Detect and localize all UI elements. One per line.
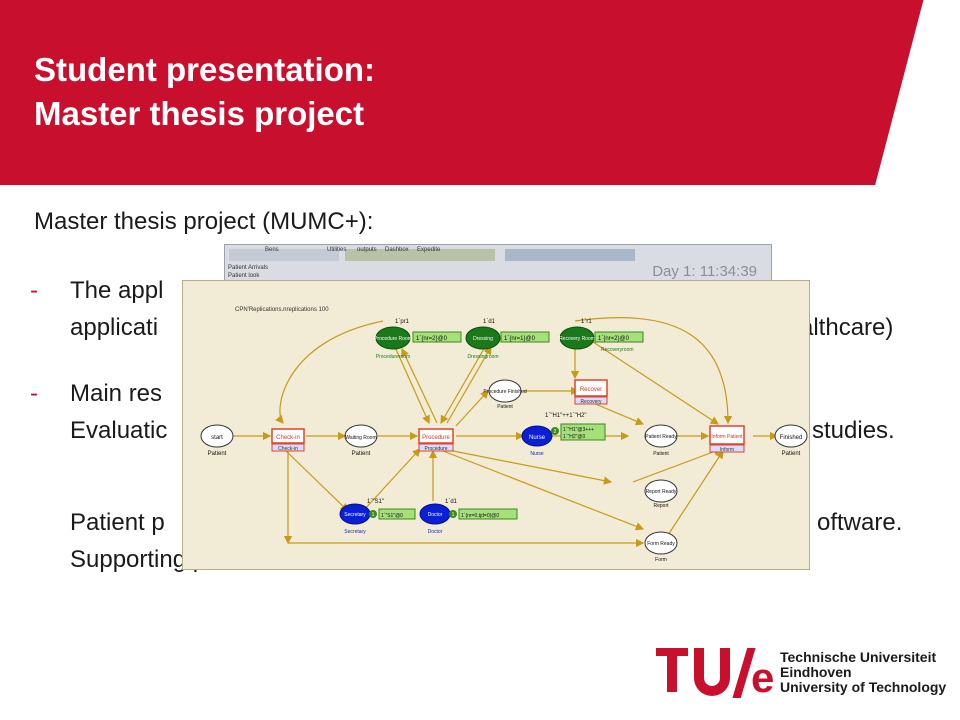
place-label: Recovery Room: [559, 336, 595, 342]
cpn-title: CPN'Replications.nreplications 100: [235, 307, 329, 313]
place-type: Patient: [497, 404, 513, 410]
place-type: Report: [653, 503, 669, 509]
university-line-1: Technische Universiteit: [780, 649, 937, 665]
sim-menu-item: outputs: [357, 247, 377, 253]
sim-menu-item: Utilities: [327, 247, 347, 253]
simulation-software-screenshot: Bens Utilities outputs Dashbox Expedite …: [224, 244, 772, 282]
place-init: 1`pr1: [395, 319, 410, 325]
place-label: Patient Ready: [645, 434, 677, 440]
place-marking: 1`{nr=1}@0: [504, 336, 536, 342]
sim-side-item: Patient look: [228, 273, 260, 279]
place-type: Patient: [208, 451, 227, 457]
bullet-application: - The appl applicati althcare): [30, 272, 942, 346]
transition-label: Inform Patient: [711, 434, 743, 440]
place-marking: 1`"H1"@3+++: [563, 427, 594, 433]
arcs: [231, 317, 779, 548]
place-label: Doctor: [428, 512, 443, 518]
sim-side-item: Patient Arrivals: [228, 265, 269, 271]
place-label: start: [211, 435, 223, 441]
place-init: 1`d1: [483, 319, 496, 325]
bullet-text: applicati: [70, 314, 159, 341]
transition-label: Check-in: [276, 435, 300, 441]
place-label: Procedure Room: [374, 336, 412, 342]
place-label: Dressing: [473, 336, 493, 342]
transitions: Check-in Check-in Procedure Procedure Re…: [271, 379, 745, 453]
place-type: Patient: [653, 451, 669, 457]
tue-logo: e: [656, 648, 774, 698]
place-label: Secretary: [344, 512, 366, 518]
token-count: 2: [554, 429, 557, 435]
transition-label: Recover: [580, 387, 602, 393]
place-init: 1`"S1": [367, 499, 384, 505]
transition-sub: Recovery: [580, 399, 602, 405]
transition-label: Procedure: [422, 435, 450, 441]
bullet-text: Main res: [70, 380, 163, 407]
place-type: Secretary: [344, 529, 366, 535]
bullet-text: Patient p: [70, 509, 165, 536]
bullet-text-tail: studies.: [812, 417, 895, 444]
slide-title: Student presentation: Master thesis proj…: [34, 48, 375, 136]
place-marking: 1`"H2"@0: [563, 434, 585, 440]
place-label: Finished: [780, 435, 803, 441]
place-marking: 1`{nr=2}@0: [416, 336, 448, 342]
sim-menu-item: Expedite: [417, 247, 441, 253]
place-label: Report Ready: [646, 489, 677, 495]
place-marking: 1`{nr=0,tjd=0}@0: [461, 513, 499, 519]
bullet-marker: -: [30, 380, 38, 407]
place-type: Recoveryroom: [601, 347, 634, 353]
university-line-2: Eindhoven: [780, 664, 852, 680]
place-type: Dressingroom: [467, 354, 498, 360]
place-type: Procedureroom: [376, 354, 410, 360]
place-type: Form: [655, 557, 667, 563]
place-type: Patient: [782, 451, 801, 457]
transition-sub: Check-in: [278, 446, 298, 452]
bullet-text: The appl: [70, 277, 164, 304]
place-type: Nurse: [530, 451, 544, 457]
place-init: 1`r1: [581, 319, 592, 325]
place-label: Form Ready: [647, 541, 675, 547]
header-band: [0, 0, 925, 185]
bullet-text-tail: oftware.: [817, 509, 903, 536]
place-marking: 1`{nr=2}@0: [598, 336, 630, 342]
title-line-1: Student presentation:: [34, 51, 376, 88]
place-label: Waiting Room: [345, 435, 376, 441]
university-line-3: University of Technology: [780, 679, 947, 695]
place-init: 1`d1: [445, 499, 458, 505]
bullet-text: Evaluatic: [70, 417, 168, 444]
places: start Patient Waiting Room Patient Proce…: [200, 319, 808, 563]
sim-clock: Day 1: 11:34:39: [652, 263, 757, 280]
place-label: Nurse: [529, 435, 546, 441]
place-type: Doctor: [428, 529, 443, 535]
sim-menu-item: Dashbox: [385, 247, 409, 253]
place-init: 1`"H1"++1`"H2": [545, 413, 587, 419]
tue-e-glyph: e: [751, 654, 774, 698]
university-name: Technische Universiteit Eindhoven Univer…: [780, 650, 946, 695]
sim-menu-item: Bens: [265, 247, 279, 253]
title-line-2: Master thesis project: [34, 95, 365, 132]
bullet-text-tail: althcare): [800, 314, 894, 341]
transition-sub: Inform: [720, 447, 734, 453]
bullet-main-results: - Main res Evaluatic studies.: [30, 375, 942, 449]
bullet-marker: -: [30, 277, 38, 304]
place-marking: 1`"S1"@0: [381, 513, 403, 519]
section-heading: Master thesis project (MUMC+):: [34, 208, 374, 235]
place-type: Patient: [352, 451, 371, 457]
petri-net-figure: CPN'Replications.nreplications 100 start: [182, 280, 810, 570]
token-count: 1: [372, 512, 375, 518]
transition-sub: Procedure: [424, 446, 447, 452]
place-label: Procedure Finished: [483, 389, 527, 395]
token-count: 1: [452, 512, 455, 518]
